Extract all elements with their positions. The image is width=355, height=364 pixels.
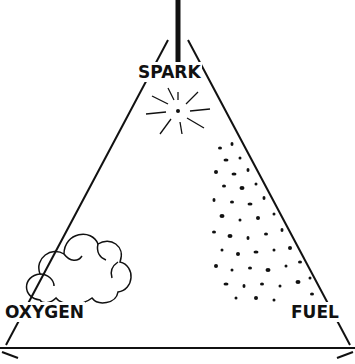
oxygen-label: OXYGEN xyxy=(4,302,85,322)
spark-label: SPARK xyxy=(137,62,202,82)
fuel-label: FUEL xyxy=(290,302,340,322)
